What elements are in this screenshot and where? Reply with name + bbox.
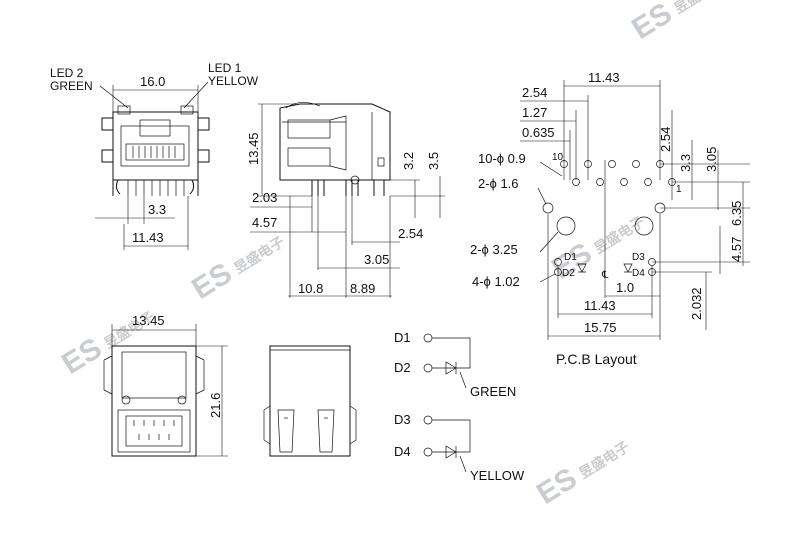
schem-d1-label: D1	[394, 330, 411, 345]
led1-label: LED 1	[208, 61, 242, 75]
watermark-text: 昱盛电子	[576, 438, 632, 481]
side-dim-4-57: 4.57	[252, 215, 277, 230]
side-dim-3-05: 3.05	[364, 252, 389, 267]
bottom-view: 13.45 21.6	[103, 313, 228, 457]
schem-green-label: GREEN	[470, 384, 516, 399]
pcb-right-6-35: 6.35	[729, 201, 744, 226]
pcb-pin-holes	[560, 160, 676, 186]
side-view: 13.45 3.2 3.5 2.03 4.57 2.54 3.05 10.8 8…	[246, 102, 445, 298]
schem-d4-label: D4	[394, 444, 411, 459]
pcb-layout-title: P.C.B Layout	[556, 351, 637, 367]
pcb-d3-label: D3	[632, 252, 645, 263]
side-dim-3-5: 3.5	[426, 152, 441, 170]
bottom-length-dim: 21.6	[208, 393, 223, 418]
rj45-contacts	[132, 146, 176, 158]
pcb-bottom-11-43: 11.43	[584, 298, 616, 313]
bottom-contacts	[133, 420, 175, 440]
front-view: LED 2 GREEN LED 1 YELLOW 16.0	[50, 61, 259, 250]
side-dim-8-89: 8.89	[350, 281, 375, 296]
pcb-d1-label: D1	[564, 252, 577, 263]
watermark-bottom-left: ES 昱盛电子	[56, 308, 157, 381]
side-height-dim: 13.45	[246, 132, 261, 165]
pcb-d2-label: D2	[562, 268, 575, 279]
side-dim-2-03: 2.03	[252, 190, 277, 205]
led-schematic: D1 D2 GREEN D3 D4 YELLOW	[394, 330, 525, 483]
schem-d2-label: D2	[394, 360, 411, 375]
pcb-pin-10: 10	[552, 152, 564, 163]
led2-label: LED 2	[50, 66, 84, 80]
watermark-middle: ES 昱盛电子	[186, 233, 287, 306]
pcb-right-3-05: 3.05	[704, 147, 719, 172]
pcb-dim-0-635: 0.635	[522, 125, 555, 140]
bottom-width-dim: 13.45	[132, 313, 165, 328]
pcb-d4-label: D4	[632, 268, 645, 279]
side-dim-2-54: 2.54	[398, 226, 423, 241]
front-pitch-dim: 3.3	[148, 202, 166, 217]
pcb-dim-1-27: 1.27	[522, 105, 547, 120]
pcb-led-callout: 4-ϕ 1.02	[472, 274, 520, 289]
schem-d3-label: D3	[394, 412, 411, 427]
watermark-logo: ES	[626, 0, 677, 46]
led2-color-label: GREEN	[50, 79, 93, 93]
pcb-pin-1: 1	[676, 184, 682, 195]
watermark-text: 昱盛电子	[591, 213, 647, 256]
front-width-dim: 16.0	[140, 74, 165, 89]
watermark-logo: ES	[56, 332, 107, 381]
pcb-dim-1-0: 1.0	[616, 280, 634, 295]
pcb-pin-callout: 10-ϕ 0.9	[478, 151, 526, 166]
watermark-logo: ES	[531, 462, 582, 511]
watermark-bottom-right: ES 昱盛电子	[531, 438, 632, 511]
watermark-text: 昱盛电子	[671, 0, 727, 16]
pcb-mount-callout: 2-ϕ 1.6	[478, 176, 519, 191]
side-dim-10-8: 10.8	[298, 281, 323, 296]
pcb-right-4-57: 4.57	[729, 237, 744, 262]
pcb-layout: 11.43 2.54 1.27 0.635 10 1 10-ϕ 0.9 2	[470, 70, 750, 367]
pcb-bottom-15-75: 15.75	[584, 320, 617, 335]
side-dim-3-2: 3.2	[401, 152, 416, 170]
schem-yellow-label: YELLOW	[470, 468, 525, 483]
pcb-right-2-54: 2.54	[658, 127, 673, 152]
rear-view	[263, 345, 357, 457]
front-span-dim: 11.43	[132, 230, 164, 245]
pcb-top-span: 11.43	[588, 70, 620, 85]
watermark-logo: ES	[186, 257, 237, 306]
pcb-post-callout: 2-ϕ 3.25	[470, 242, 518, 257]
pcb-right-2-032: 2.032	[689, 287, 704, 320]
pcb-pitch: 2.54	[522, 85, 547, 100]
pcb-right-3-3: 3.3	[678, 154, 693, 172]
led1-color-label: YELLOW	[208, 74, 259, 88]
front-pins	[127, 180, 185, 196]
watermark-text: 昱盛电子	[231, 233, 287, 276]
watermark-top-right: ES 昱盛电子	[626, 0, 727, 46]
